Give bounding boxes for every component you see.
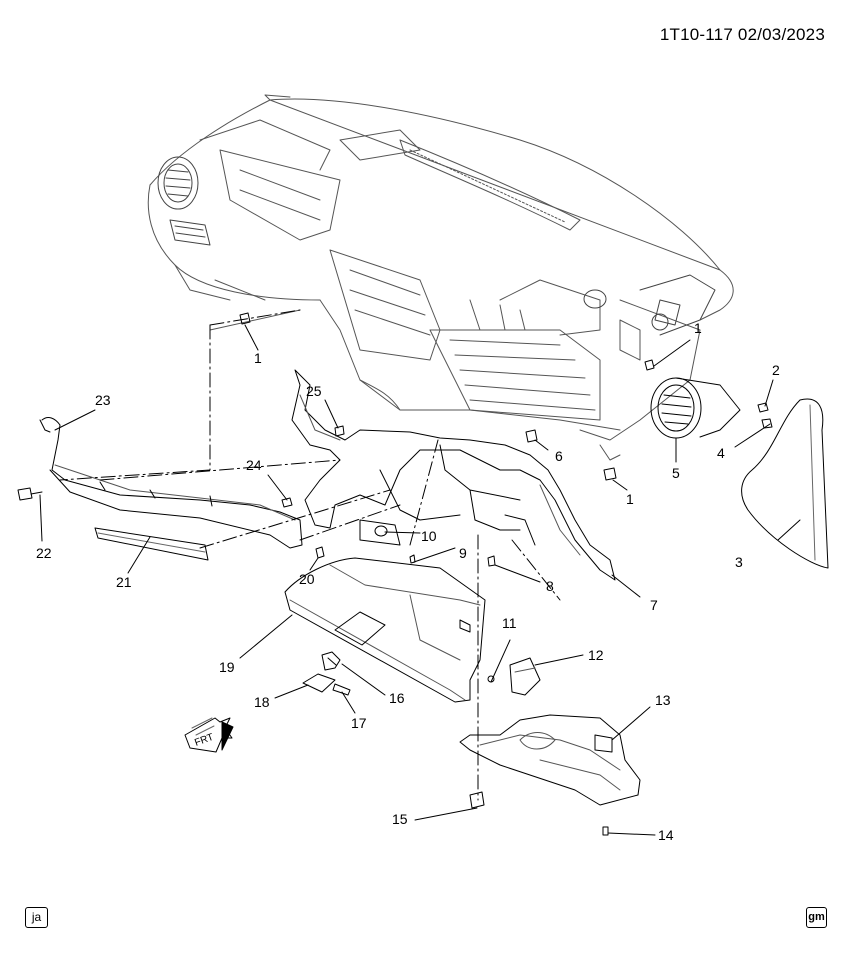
leader-lines bbox=[39, 324, 801, 836]
callout-1-lower: 1 bbox=[626, 491, 634, 507]
part-6-clip bbox=[525, 429, 538, 443]
callout-19: 19 bbox=[219, 659, 235, 675]
callout-3: 3 bbox=[735, 554, 743, 570]
callout-10: 10 bbox=[421, 528, 437, 544]
part-23-lower-trim bbox=[39, 417, 303, 549]
part-25-clip bbox=[334, 425, 345, 437]
callout-24: 24 bbox=[246, 457, 262, 473]
part-8-screw bbox=[487, 555, 496, 567]
callout-11: 11 bbox=[502, 615, 517, 631]
part-12-damper bbox=[509, 657, 541, 696]
callout-25: 25 bbox=[306, 383, 322, 399]
lower-bracket bbox=[291, 369, 616, 581]
part-1-nut-right bbox=[644, 359, 655, 371]
part-21-strip bbox=[94, 527, 209, 561]
callout-18: 18 bbox=[254, 694, 270, 710]
locale-tag: ja bbox=[25, 907, 48, 928]
part-16-latch bbox=[321, 651, 341, 671]
part-4-screw bbox=[761, 418, 773, 429]
document-code: 1T10-117 02/03/2023 bbox=[659, 25, 825, 44]
callout-23: 23 bbox=[95, 392, 111, 408]
right-vent-housing bbox=[639, 274, 716, 336]
defroster-vent bbox=[399, 139, 581, 231]
gm-logo: gm bbox=[806, 907, 827, 928]
left-vent bbox=[157, 156, 199, 210]
part-14-screw bbox=[602, 826, 609, 836]
front-arrow bbox=[184, 717, 234, 753]
callout-labels: 1 1 1 2 3 4 5 6 7 8 9 10 11 12 13 14 15 … bbox=[36, 320, 780, 843]
part-22-fastener bbox=[17, 487, 43, 501]
center-emblem bbox=[583, 289, 607, 309]
part-18-cover bbox=[302, 673, 336, 693]
left-side-vent bbox=[169, 219, 211, 246]
callout-4: 4 bbox=[717, 445, 725, 461]
part-13-lower-cover bbox=[459, 714, 641, 806]
part-1-nut-lower bbox=[603, 467, 617, 481]
callout-14: 14 bbox=[658, 827, 674, 843]
part-15-pushpin bbox=[469, 791, 485, 809]
part-17-pad bbox=[332, 683, 351, 696]
callout-21: 21 bbox=[116, 574, 132, 590]
part-2-nut bbox=[757, 402, 769, 413]
callout-5: 5 bbox=[672, 465, 680, 481]
part-24-clip bbox=[281, 497, 293, 508]
part-1-nut-upper bbox=[239, 312, 251, 325]
callout-6: 6 bbox=[555, 448, 563, 464]
glove-box-handle bbox=[334, 611, 386, 646]
callout-16: 16 bbox=[389, 690, 405, 706]
callout-1-upper: 1 bbox=[254, 350, 262, 366]
callout-7: 7 bbox=[650, 597, 658, 613]
callout-17: 17 bbox=[351, 715, 367, 731]
callout-2: 2 bbox=[772, 362, 780, 378]
callout-12: 12 bbox=[588, 647, 604, 663]
callout-15: 15 bbox=[392, 811, 408, 827]
callout-1-right: 1 bbox=[694, 320, 702, 336]
callout-9: 9 bbox=[459, 545, 467, 561]
part-19-glove-box bbox=[284, 557, 486, 703]
part-20-clip bbox=[315, 546, 325, 559]
phantom-lines bbox=[59, 309, 561, 801]
callout-20: 20 bbox=[299, 571, 315, 587]
part-5-side-vent bbox=[650, 377, 741, 439]
callout-22: 22 bbox=[36, 545, 52, 561]
part-3-end-trim bbox=[741, 398, 829, 569]
instrument-panel bbox=[147, 94, 734, 461]
callout-13: 13 bbox=[655, 692, 671, 708]
callout-8: 8 bbox=[546, 578, 554, 594]
